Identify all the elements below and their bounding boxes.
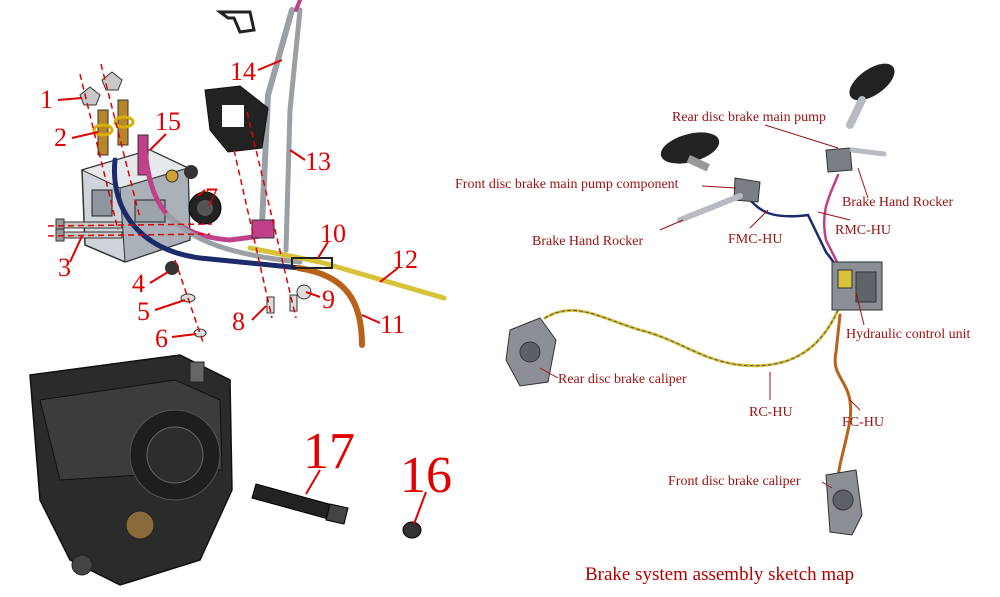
label-fc-hu: FC-HU [842, 415, 884, 430]
exploded-view: 1 2 3 4 5 6 7 8 9 10 11 12 13 14 15 16 1… [29, 0, 452, 586]
sketch-map: Rear disc brake main pump Front disc bra… [455, 63, 971, 585]
part-number-6: 6 [155, 324, 168, 353]
part-number-8: 8 [232, 307, 245, 336]
part-number-7: 7 [205, 183, 218, 212]
part-number-13: 13 [305, 147, 331, 176]
guide-pin-drawing [251, 483, 349, 525]
part-number-14: 14 [230, 57, 256, 86]
label-front-pump: Front disc brake main pump component [455, 177, 679, 192]
part-numbers: 1 2 3 4 5 6 7 8 9 10 11 12 13 14 15 16 1… [40, 57, 452, 504]
rear-pump-drawing [825, 63, 895, 173]
part-number-5: 5 [137, 297, 150, 326]
callout-leaders [47, 59, 427, 525]
label-fmc-hu: FMC-HU [728, 232, 782, 247]
caliper-drawing [29, 354, 233, 586]
sketch-leaders [539, 124, 869, 489]
small-parts-drawing [165, 257, 333, 338]
part-number-3: 3 [58, 253, 71, 282]
front-pump-drawing [660, 132, 761, 223]
sketch-front-caliper-drawing [825, 469, 863, 536]
label-rear-caliper: Rear disc brake caliper [558, 372, 687, 387]
label-rocker-right: Brake Hand Rocker [842, 195, 954, 210]
label-rc-hu: RC-HU [749, 405, 793, 420]
sketch-rear-caliper-drawing [505, 317, 557, 387]
label-rmc-hu: RMC-HU [835, 223, 891, 238]
part-number-16: 16 [400, 447, 452, 504]
part-number-1: 1 [40, 85, 53, 114]
part-number-2: 2 [54, 123, 67, 152]
sketch-map-caption: Brake system assembly sketch map [585, 564, 854, 585]
sketch-hcu-drawing [831, 261, 883, 311]
part-number-17: 17 [303, 423, 355, 480]
label-rear-pump: Rear disc brake main pump [672, 110, 826, 125]
part-number-15: 15 [155, 107, 181, 136]
label-hcu: Hydraulic control unit [846, 327, 971, 342]
part-number-11: 11 [380, 310, 405, 339]
part-number-4: 4 [132, 269, 145, 298]
part-number-9: 9 [322, 285, 335, 314]
label-rocker-left: Brake Hand Rocker [532, 234, 644, 249]
label-front-caliper: Front disc brake caliper [668, 474, 801, 489]
sketch-hoses-drawing [543, 173, 853, 492]
part-number-12: 12 [392, 245, 418, 274]
plug-drawing [402, 521, 422, 539]
part-number-10: 10 [320, 219, 346, 248]
